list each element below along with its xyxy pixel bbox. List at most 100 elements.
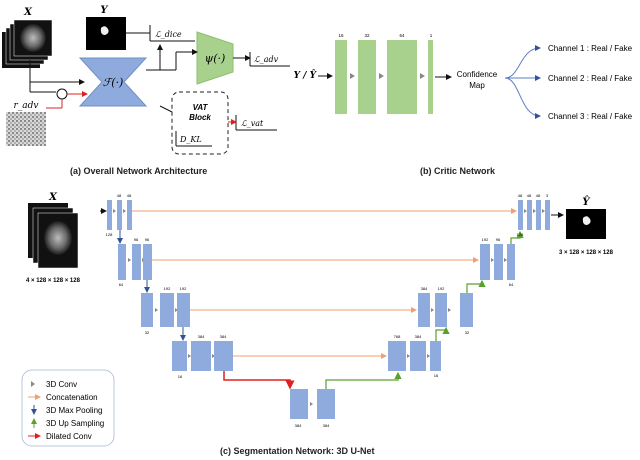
critic-layer-1 bbox=[335, 40, 347, 114]
dec2-block-c bbox=[507, 244, 515, 280]
dec3-block-b bbox=[435, 293, 447, 327]
input-volume-a bbox=[2, 19, 53, 68]
upsample-3-arrow bbox=[435, 326, 450, 341]
legend-dilated-label: Dilated Conv bbox=[46, 432, 92, 441]
loss-vat: ℒ_vat bbox=[241, 119, 264, 128]
enc4-ch-a: 384 bbox=[198, 334, 205, 339]
noise-label: r_adv bbox=[13, 101, 38, 111]
dec3-conv-a bbox=[431, 308, 434, 312]
legend-pool-label: 3D Max Pooling bbox=[46, 406, 102, 415]
vat-block-line1: VAT bbox=[193, 103, 209, 112]
enc4-conv-a bbox=[188, 354, 191, 358]
critic-conv-3 bbox=[420, 73, 425, 79]
critic-layer-2 bbox=[358, 40, 376, 114]
enc3-ch-a: 192 bbox=[164, 286, 171, 291]
enc2-input-block bbox=[118, 244, 126, 280]
critic-layer-2-channels: 32 bbox=[364, 33, 370, 38]
generator-block bbox=[78, 57, 148, 107]
enc1-conv-b bbox=[123, 209, 126, 213]
caption-a: (a) Overall Network Architecture bbox=[70, 166, 208, 176]
enc3-conv-a bbox=[155, 308, 158, 312]
unet-output-dims: 3 × 128 × 128 × 128 bbox=[559, 250, 614, 256]
dec2-size: 64 bbox=[509, 282, 514, 287]
enc3-block-a bbox=[160, 293, 174, 327]
bottleneck-block-a bbox=[290, 389, 308, 419]
dec4-block-b bbox=[410, 341, 426, 371]
dec1-block-d bbox=[545, 200, 550, 230]
sum-node bbox=[56, 88, 68, 100]
confidence-label-1: Confidence bbox=[457, 70, 498, 79]
dec1-size: 128 bbox=[517, 232, 524, 237]
enc3-block-b bbox=[177, 293, 190, 327]
dec1-conv-b bbox=[533, 209, 536, 213]
dec4-ch-b: 384 bbox=[415, 334, 422, 339]
dec4-conv-a bbox=[407, 354, 410, 358]
bottleneck-conv bbox=[310, 402, 313, 406]
legend-upsample-label: 3D Up Sampling bbox=[46, 419, 104, 428]
channel-3-label: Channel 3 : Real / Fake bbox=[548, 112, 633, 121]
enc4-input-block bbox=[172, 341, 187, 371]
confidence-label-2: Map bbox=[469, 81, 485, 90]
loss-adv: ℒ_adv bbox=[254, 55, 279, 64]
unet-output-label: Ŷ bbox=[582, 196, 590, 208]
enc4-size: 16 bbox=[178, 374, 183, 379]
enc3-conv-b bbox=[175, 308, 178, 312]
dec4-ch-a: 768 bbox=[394, 334, 401, 339]
legend-conv-label: 3D Conv bbox=[46, 380, 77, 389]
critic-layer-3 bbox=[387, 40, 417, 114]
dec4-block-a bbox=[388, 341, 406, 371]
dec3-size: 32 bbox=[465, 330, 470, 335]
enc4-block-b bbox=[214, 341, 233, 371]
channel-1-arrow bbox=[504, 45, 541, 79]
dec2-block-a bbox=[480, 244, 490, 280]
critic-conv-2 bbox=[379, 73, 384, 79]
dec3-ch-b: 192 bbox=[438, 286, 445, 291]
unet-output-mask bbox=[582, 216, 591, 225]
dilated-conv-arrow bbox=[223, 371, 295, 390]
enc4-conv-b bbox=[212, 354, 215, 358]
dec3-block-a bbox=[418, 293, 430, 327]
dec1-ch-c: 48 bbox=[536, 193, 541, 198]
enc2-conv-a bbox=[128, 258, 131, 262]
panel-c: X 4 × 128 × 128 × 128 48 48 128 96 96 64… bbox=[21, 192, 614, 447]
panel-a: X Y r_adv ℱ(·) ψ(·) ℒ_dice ℒ_adv ℒ_vat V… bbox=[2, 5, 290, 155]
dec1-conv-c bbox=[542, 209, 545, 213]
critic-layer-4 bbox=[428, 40, 433, 114]
critic-block bbox=[196, 31, 234, 85]
dec1-block-a bbox=[518, 200, 523, 230]
legend-conv-icon bbox=[31, 381, 35, 387]
critic-label: ψ(·) bbox=[205, 52, 226, 65]
critic-layer-3-channels: 64 bbox=[399, 33, 405, 38]
enc1-block-b bbox=[127, 200, 132, 230]
caption-b: (b) Critic Network bbox=[420, 166, 496, 176]
dec3-conv-b bbox=[448, 308, 451, 312]
channel-2-label: Channel 2 : Real / Fake bbox=[548, 74, 633, 83]
critic-input-label: Y / Ŷ bbox=[294, 69, 318, 81]
panel-b: Y / Ŷ 16 32 64 1 Confidence Map Channel … bbox=[294, 33, 633, 121]
upsample-1-arrow bbox=[510, 230, 524, 244]
legend-box bbox=[21, 369, 115, 447]
enc1-ch-b: 48 bbox=[127, 193, 132, 198]
channel-1-label: Channel 1 : Real / Fake bbox=[548, 44, 633, 53]
dec2-block-b bbox=[494, 244, 503, 280]
enc1-size: 128 bbox=[106, 232, 113, 237]
enc2-size: 64 bbox=[119, 282, 124, 287]
generator-label: ℱ(·) bbox=[103, 76, 124, 89]
dec2-ch-a: 192 bbox=[482, 237, 489, 242]
dec1-block-c bbox=[536, 200, 541, 230]
enc2-block-b bbox=[143, 244, 152, 280]
bottleneck-size-b: 384 bbox=[323, 423, 330, 428]
dec1-block-b bbox=[527, 200, 532, 230]
dec1-ch-b: 48 bbox=[527, 193, 532, 198]
input-volume-c bbox=[28, 203, 79, 269]
vat-block-line2: Block bbox=[189, 113, 211, 122]
enc1-ch-a: 48 bbox=[117, 193, 122, 198]
kl-label: D_KL bbox=[179, 135, 202, 144]
enc4-block-a bbox=[191, 341, 211, 371]
enc3-ch-b: 192 bbox=[180, 286, 187, 291]
enc3-input-block bbox=[141, 293, 153, 327]
critic-layer-1-channels: 16 bbox=[338, 33, 344, 38]
vat-block bbox=[171, 91, 229, 155]
enc2-ch-b: 96 bbox=[145, 237, 150, 242]
enc1-block-a bbox=[117, 200, 122, 230]
